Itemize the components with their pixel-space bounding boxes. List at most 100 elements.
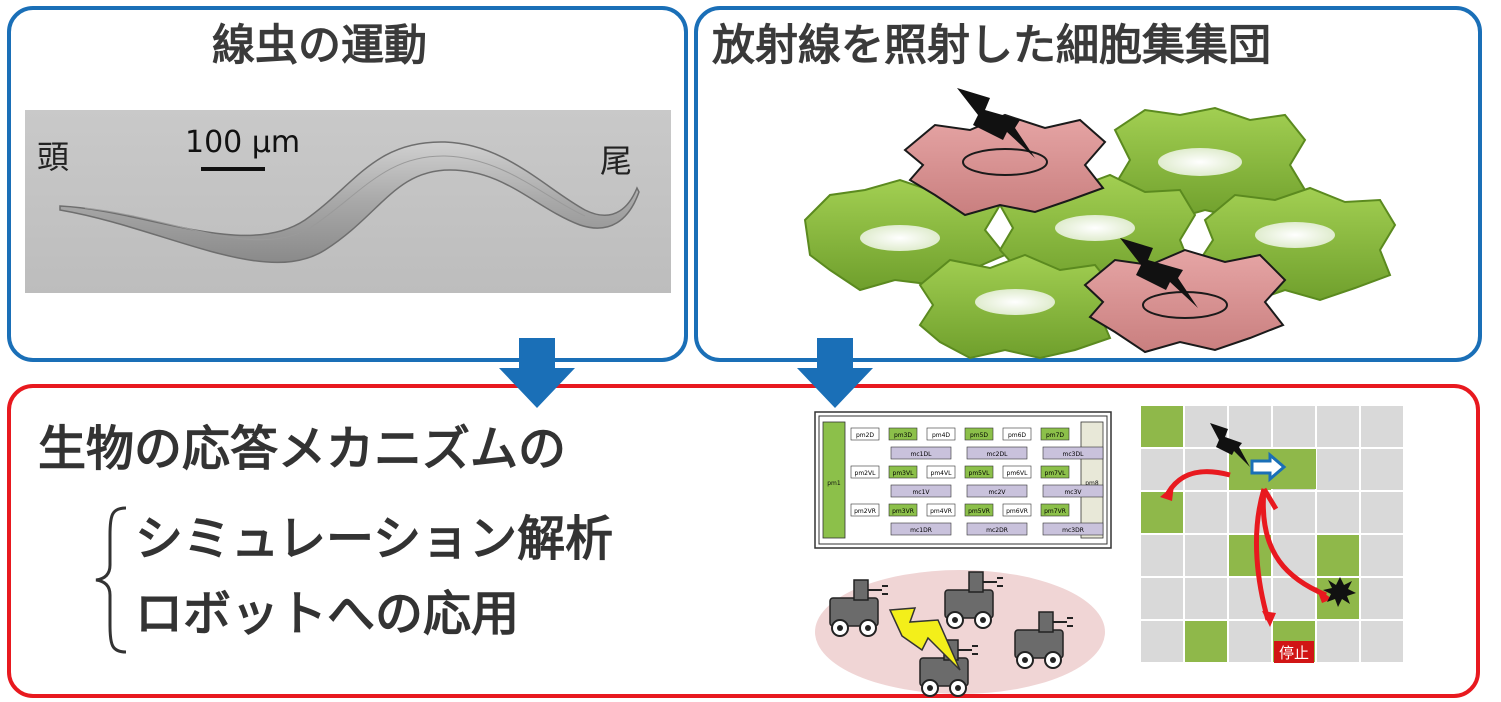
worm-label-tail: 尾 <box>600 142 632 180</box>
chip-label: pm7VR <box>1044 508 1066 515</box>
grid-cell <box>1359 619 1404 664</box>
chip-label: pm7D <box>1046 432 1064 439</box>
chip-label: pm2D <box>856 432 874 439</box>
chip-label: pm3VL <box>893 470 915 477</box>
chip-block <box>850 465 880 479</box>
robot-icon <box>829 579 888 637</box>
grid-cell <box>1183 576 1229 621</box>
svg-text:pm1: pm1 <box>827 480 841 487</box>
chip-block <box>966 484 1028 498</box>
chip-block <box>966 446 1028 460</box>
chip-label: pm3D <box>894 432 912 439</box>
response-mechanism-panel <box>7 384 1480 698</box>
chip-label: pm5VL <box>969 470 991 477</box>
lightning-bolt-icon <box>1120 238 1198 308</box>
chip-block <box>1002 465 1032 479</box>
chip-label: pm7VL <box>1045 470 1067 477</box>
chip-label: pm4D <box>932 432 950 439</box>
chip-block <box>1040 465 1070 479</box>
chip-block <box>926 427 956 441</box>
chip-label: pm2VL <box>855 470 877 477</box>
grid-cell <box>1183 490 1229 535</box>
worm-panel-title: 線虫の運動 <box>212 21 427 71</box>
robot-swarm-illustration <box>815 570 1105 697</box>
path-arrow <box>1254 488 1271 621</box>
irradiated-cells-panel <box>694 6 1482 362</box>
grid-cell <box>1271 576 1317 621</box>
chip-label: mc1V <box>912 489 930 496</box>
grid-cell <box>1359 533 1404 578</box>
chip-label: pm6VL <box>1007 470 1029 477</box>
down-arrow-icon <box>797 338 873 408</box>
mechanism-heading: 生物の応答メカニズムの <box>38 421 567 477</box>
chip-block <box>850 503 880 517</box>
chip-label: pm6VR <box>1006 508 1028 515</box>
worm-label-head: 頭 <box>37 138 69 176</box>
lightning-bolt-icon <box>888 607 961 671</box>
grid-cell <box>1359 405 1404 449</box>
simulation-analysis-text: シミュレーション解析 <box>135 511 614 567</box>
grid-cell <box>1140 533 1185 578</box>
grid-cell <box>1271 533 1317 578</box>
robot-application-text: ロボットへの応用 <box>135 586 520 642</box>
chip-block <box>1002 503 1032 517</box>
lightning-bolt-icon <box>957 88 1035 158</box>
chip-block <box>964 465 994 479</box>
grid-cell <box>1315 405 1361 449</box>
path-arrow <box>1260 488 1327 598</box>
grid-cell <box>1315 447 1361 492</box>
chip-block <box>850 427 880 441</box>
chip-block <box>964 503 994 517</box>
chip-block <box>966 522 1028 536</box>
grid-cell <box>1140 619 1185 664</box>
chip-block <box>1042 484 1104 498</box>
grid-cell <box>1140 405 1185 449</box>
chip-label: pm3VR <box>892 508 914 515</box>
grid-cell <box>1271 405 1317 449</box>
chip-block <box>1042 446 1104 460</box>
chip-block <box>926 465 956 479</box>
grid-cell <box>1183 533 1229 578</box>
stop-label: 停止 <box>1279 644 1309 662</box>
chip-block <box>890 446 952 460</box>
chip-block <box>890 522 952 536</box>
grid-cell <box>1140 576 1185 621</box>
cell-green-5 <box>918 253 1117 360</box>
navigation-grid: 停止 <box>1140 405 1404 664</box>
chip-label: pm2VR <box>854 508 876 515</box>
chip-label: mc3V <box>1064 489 1082 496</box>
chip-block <box>1042 522 1104 536</box>
chip-block <box>964 427 994 441</box>
grid-cell <box>1315 490 1361 535</box>
grid-cell <box>1359 576 1404 621</box>
cell-irradiated-2 <box>1083 248 1287 354</box>
chip-label: mc3DR <box>1062 527 1084 534</box>
chip-label: pm4VL <box>931 470 953 477</box>
chip-block <box>1040 427 1070 441</box>
chip-label: mc2V <box>988 489 1006 496</box>
grid-cell <box>1271 490 1317 535</box>
chip-block <box>926 503 956 517</box>
chip-label: pm6D <box>1008 432 1026 439</box>
lightning-bolt-icon <box>1210 423 1250 467</box>
collision-burst-icon <box>1323 577 1356 607</box>
chip-label: mc3DL <box>1063 451 1085 458</box>
chip-block <box>890 484 952 498</box>
robot-icon <box>944 571 1003 629</box>
grid-cell <box>1183 619 1229 664</box>
grid-cell <box>1359 490 1404 535</box>
robot-icon <box>1014 611 1073 669</box>
grid-cell <box>1315 533 1361 578</box>
cell-population-illustration <box>803 88 1397 360</box>
grid-cell <box>1315 619 1361 664</box>
chip-block <box>1002 427 1032 441</box>
chip-block <box>888 465 918 479</box>
grid-cell <box>1227 619 1273 664</box>
robot-direction-icon <box>1250 451 1287 483</box>
down-arrow-icon <box>499 338 575 408</box>
chip-label: mc1DL <box>911 451 933 458</box>
chip-label: pm4VR <box>930 508 952 515</box>
svg-text:pm8: pm8 <box>1085 480 1099 487</box>
grid-cell <box>1227 533 1273 578</box>
